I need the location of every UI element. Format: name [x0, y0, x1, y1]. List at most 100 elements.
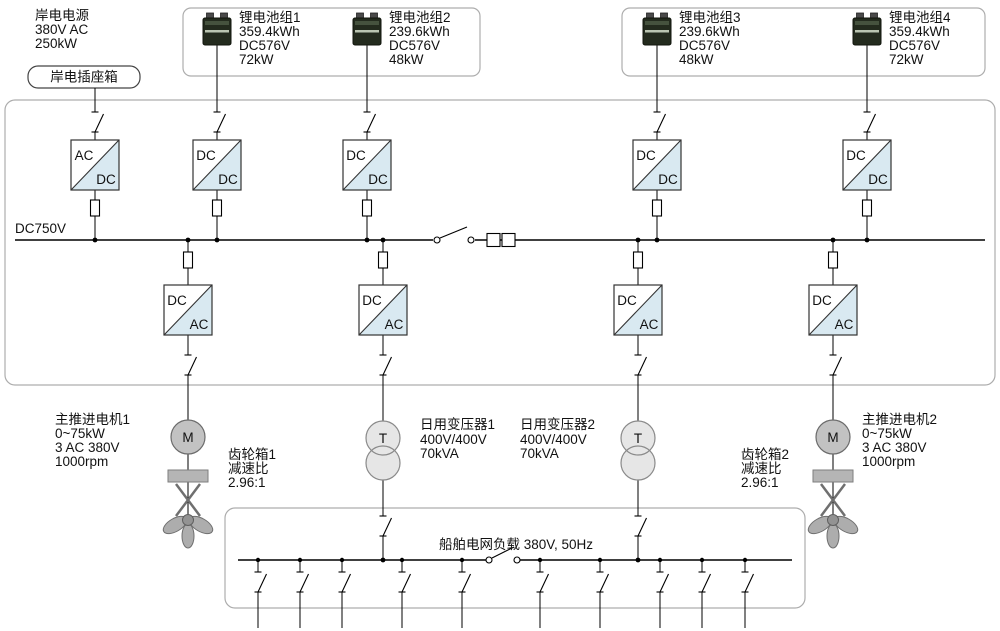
battery-group-box-2	[621, 7, 986, 77]
fuse-icon	[361, 199, 373, 217]
battery-power: 48kW	[679, 52, 714, 67]
fuse-icon	[827, 251, 839, 269]
converter-out-label: DC	[368, 172, 388, 187]
fuse-icon	[211, 199, 223, 217]
disconnect-switch-icon	[90, 111, 105, 133]
motor-power: 0~75kW	[55, 426, 105, 441]
motor-name: 主推进电机2	[862, 412, 937, 427]
motor-voltage: 3 AC 380V	[55, 440, 120, 455]
inverter-in-label: DC	[617, 293, 637, 308]
disconnect-switch-icon	[378, 354, 393, 376]
motor-name: 主推进电机1	[55, 412, 130, 427]
disconnect-switch-icon	[652, 111, 667, 133]
inverter-out-label: AC	[835, 317, 854, 332]
battery-group-box-1	[182, 7, 481, 77]
battery-name: 锂电池组3	[679, 10, 741, 25]
fuse-icon	[89, 199, 101, 217]
ac-bus-tie-switch-icon	[485, 546, 521, 564]
inverter-in-label: DC	[362, 293, 382, 308]
transformer-rating: 70kVA	[520, 446, 559, 461]
gearbox-ratio-value: 2.96:1	[228, 475, 266, 490]
feeder-switch-icon	[655, 571, 670, 593]
transformer-name: 日用变压器2	[520, 417, 595, 432]
battery-power: 72kW	[889, 52, 924, 67]
bus-fuse-icon	[486, 232, 501, 248]
load-bus-label: 船舶电网负载 380V, 50Hz	[439, 537, 593, 552]
transformer-ratio: 400V/400V	[520, 432, 587, 447]
load-box	[224, 507, 806, 609]
disconnect-switch-icon	[633, 515, 648, 537]
transformer-icon	[620, 420, 656, 481]
container-boxes	[4, 7, 996, 609]
battery-power: 48kW	[389, 52, 424, 67]
battery-capacity: 359.4kWh	[889, 24, 950, 39]
battery-capacity: 239.6kWh	[389, 24, 450, 39]
battery-icon	[642, 12, 672, 46]
battery-voltage: DC576V	[239, 38, 290, 53]
dc-bus-tie-switch-icon	[433, 226, 516, 248]
converter-in-label: DC	[196, 148, 216, 163]
motor-speed: 1000rpm	[862, 454, 915, 469]
battery-name: 锂电池组4	[889, 10, 951, 25]
inverter-in-label: DC	[812, 293, 832, 308]
gearbox-ratio-label: 减速比	[741, 461, 782, 476]
disconnect-switch-icon	[828, 354, 843, 376]
disconnect-switch-icon	[633, 354, 648, 376]
converter-in-label: AC	[75, 148, 94, 163]
feeder-switch-icon	[595, 571, 610, 593]
inverter-in-label: DC	[167, 293, 187, 308]
feeder-switch-icon	[253, 571, 268, 593]
shore-power-label: 岸电电源	[35, 8, 89, 23]
feeder-switch-icon	[337, 571, 352, 593]
transformer-symbol-label: T	[634, 431, 642, 446]
battery-voltage: DC576V	[389, 38, 440, 53]
gearbox-name: 齿轮箱2	[741, 447, 789, 462]
disconnect-switch-icon	[362, 111, 377, 133]
converter-in-label: DC	[346, 148, 366, 163]
main-switchboard-box	[4, 99, 996, 386]
fuse-icon	[377, 251, 389, 269]
battery-name: 锂电池组1	[239, 10, 301, 25]
converter-out-label: DC	[868, 172, 888, 187]
disconnect-switch-icon	[378, 515, 393, 537]
converter-out-label: DC	[96, 172, 116, 187]
battery-voltage: DC576V	[679, 38, 730, 53]
inverter-out-label: AC	[190, 317, 209, 332]
labels: 岸电电源 380V AC 250kW 岸电插座箱 DC750V 锂电池组1 35…	[15, 8, 951, 552]
battery-icon	[852, 12, 882, 46]
feeder-switch-icon	[740, 571, 755, 593]
battery-icon	[202, 12, 232, 46]
gearbox-ratio-label: 减速比	[228, 461, 269, 476]
disconnect-switch-icon	[183, 354, 198, 376]
gearbox-propeller-icon	[804, 468, 862, 550]
feeder-switch-icon	[535, 571, 550, 593]
motor-voltage: 3 AC 380V	[862, 440, 927, 455]
motor-symbol-label: M	[182, 430, 193, 445]
battery-voltage: DC576V	[889, 38, 940, 53]
transformer-ratio: 400V/400V	[420, 432, 487, 447]
transformer-name: 日用变压器1	[420, 417, 495, 432]
fuse-icon	[861, 199, 873, 217]
feeder-switch-icon	[397, 571, 412, 593]
transformer-rating: 70kVA	[420, 446, 459, 461]
gearbox-ratio-value: 2.96:1	[741, 475, 779, 490]
converter-out-label: DC	[218, 172, 238, 187]
inverter-out-label: AC	[385, 317, 404, 332]
disconnect-switch-icon	[212, 111, 227, 133]
fuse-icon	[632, 251, 644, 269]
gearbox-name: 齿轮箱1	[228, 447, 276, 462]
battery-icon	[352, 12, 382, 46]
battery-capacity: 359.4kWh	[239, 24, 300, 39]
shore-power-rating: 250kW	[35, 36, 77, 51]
junction-dots	[92, 237, 870, 563]
shore-socket-label: 岸电插座箱	[50, 70, 118, 85]
transformer-symbol-label: T	[379, 431, 387, 446]
feeder-switch-icon	[295, 571, 310, 593]
motor-power: 0~75kW	[862, 426, 912, 441]
battery-capacity: 239.6kWh	[679, 24, 740, 39]
bus-fuse-icon	[501, 232, 516, 248]
disconnect-switch-icon	[862, 111, 877, 133]
wiring	[15, 44, 985, 628]
fuse-icon	[651, 199, 663, 217]
